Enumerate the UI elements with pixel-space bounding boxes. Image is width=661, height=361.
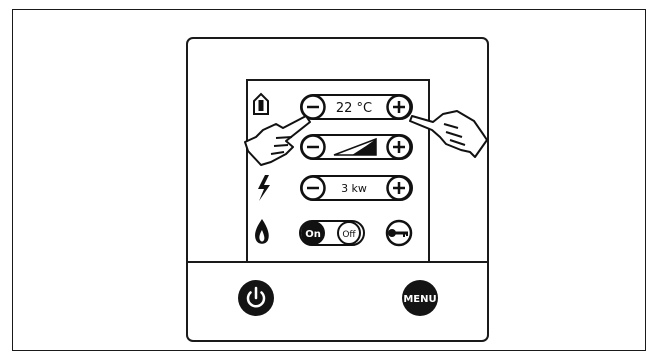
temperature-minus-button[interactable] (302, 96, 325, 119)
temperature-control: 22 °C (301, 95, 412, 119)
menu-button[interactable]: MENU (402, 280, 438, 316)
level-minus-button[interactable] (302, 136, 325, 159)
temperature-plus-button[interactable] (388, 96, 411, 119)
level-control (301, 135, 412, 159)
toggle-off-label: Off (342, 230, 356, 240)
key-lock-button[interactable] (387, 221, 411, 245)
power-plus-button[interactable] (388, 177, 411, 200)
menu-button-label: MENU (403, 294, 436, 305)
power-level-control: 3 kw (301, 176, 412, 200)
toggle-on-label: On (305, 229, 321, 240)
power-button[interactable] (238, 280, 274, 316)
level-plus-button[interactable] (388, 136, 411, 159)
power-minus-button[interactable] (302, 177, 325, 200)
on-off-toggle[interactable]: On Off (300, 221, 364, 245)
power-level-value: 3 kw (341, 182, 367, 195)
temperature-value: 22 °C (336, 101, 372, 116)
